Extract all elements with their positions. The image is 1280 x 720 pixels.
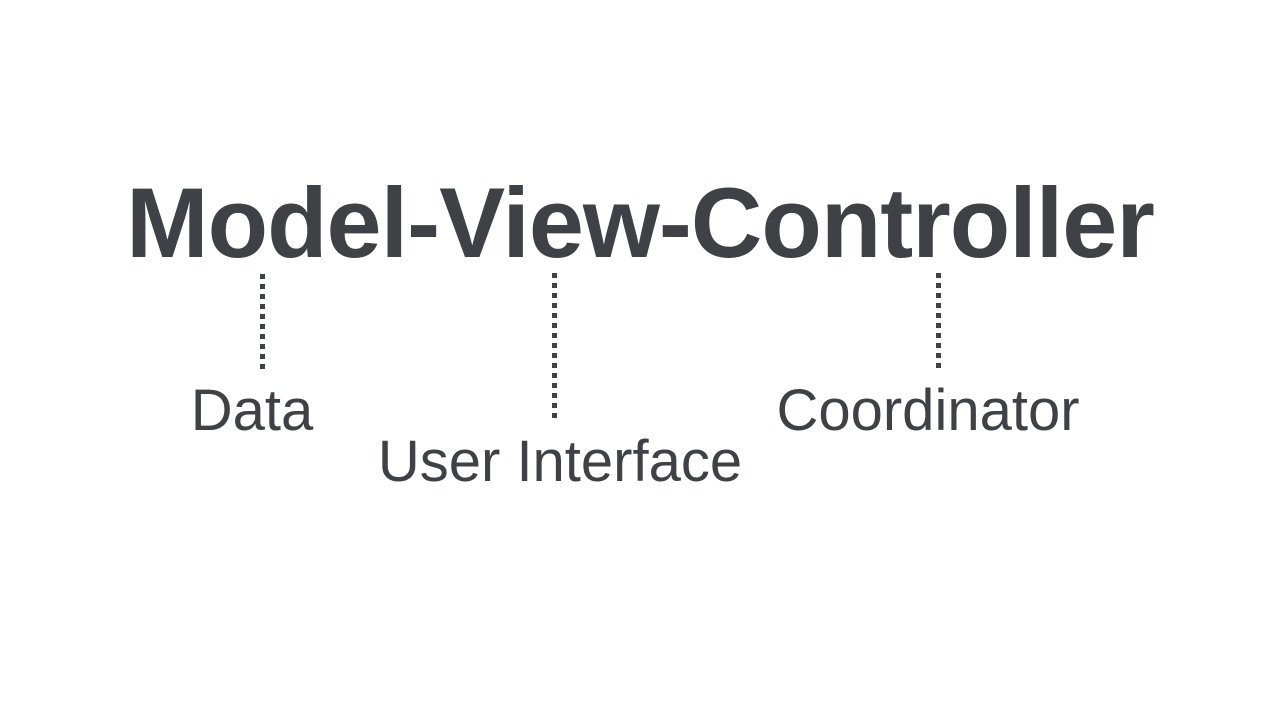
view-connector-dotted-line	[552, 273, 557, 418]
controller-meaning-label: Coordinator	[776, 378, 1080, 443]
model-connector-dotted-line	[260, 274, 265, 369]
controller-connector-dotted-line	[936, 273, 941, 368]
model-meaning-label: Data	[190, 378, 314, 443]
view-meaning-label: User Interface	[377, 429, 743, 494]
diagram-title: Model-View-Controller	[126, 167, 1155, 278]
